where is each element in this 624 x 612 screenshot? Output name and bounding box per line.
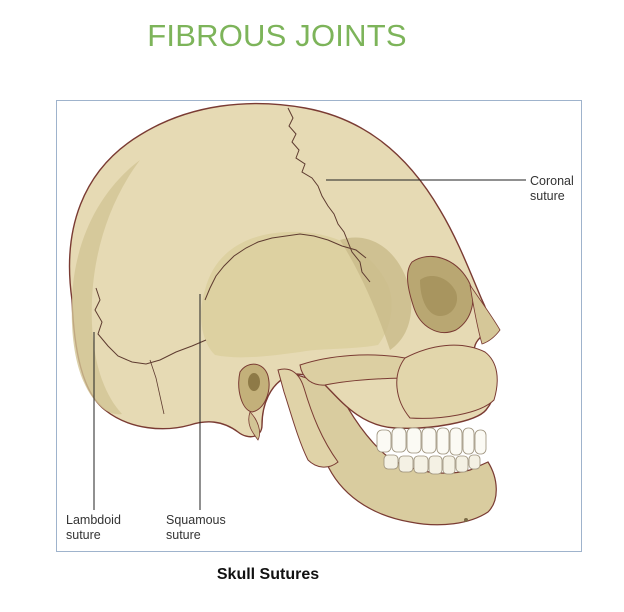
lambdoid-suture-label: Lambdoid suture [66,513,121,542]
temporal-region [201,231,392,358]
page-title: FIBROUS JOINTS [147,18,407,53]
occipital-shadow [71,160,140,415]
figure-caption: Skull Sutures [216,566,320,583]
upper-teeth [376,427,487,456]
maxilla [396,344,498,419]
lambdoid-suture [94,287,207,365]
nasal-bone [469,284,501,345]
lower-teeth [383,454,481,475]
mandible-ramus [277,368,339,468]
coronal-suture-label: Coronal suture [530,174,574,203]
sphenoid-shadow [340,237,412,350]
squamous-suture [204,233,367,301]
squamous-suture-label: Squamous suture [166,513,226,542]
mastoid-process [248,411,260,441]
